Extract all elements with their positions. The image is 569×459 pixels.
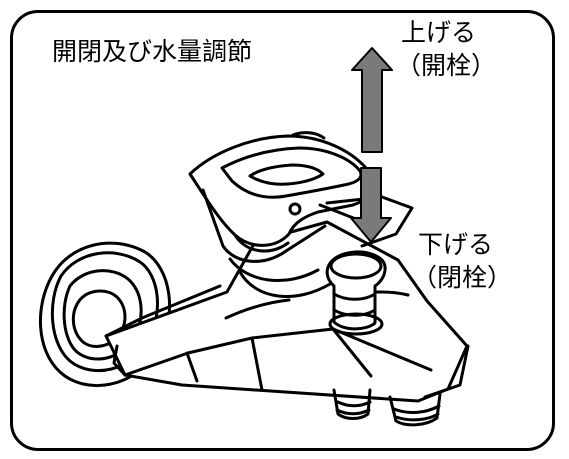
- diverter-knob: [325, 250, 387, 336]
- lower-state-label: （閉栓）: [412, 263, 513, 292]
- lower-action-label: 下げる: [418, 230, 494, 259]
- diagram-title: 開閉及び水量調節: [52, 37, 253, 66]
- raise-state-label: （開栓）: [396, 51, 497, 80]
- down-arrow-icon: [350, 167, 392, 243]
- up-arrow-icon: [351, 47, 393, 153]
- raise-action-label: 上げる: [401, 18, 477, 47]
- lever-handle: [188, 131, 414, 263]
- bottom-outlets: [332, 388, 442, 427]
